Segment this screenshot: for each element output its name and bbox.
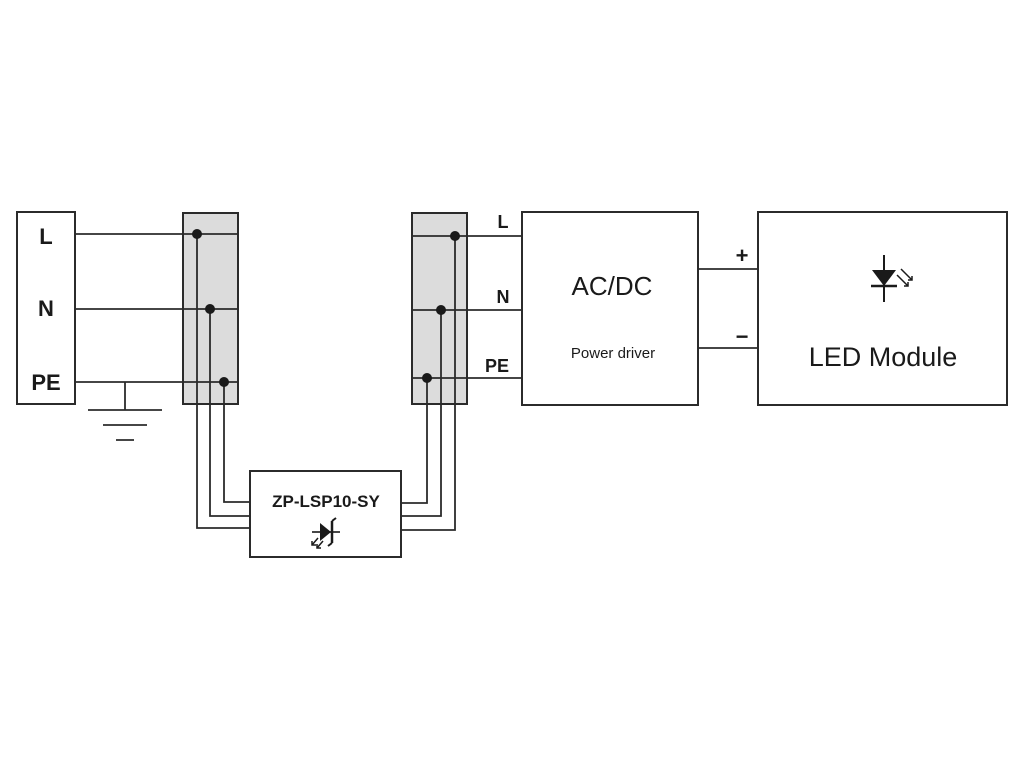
acdc-driver-block: AC/DC Power driver L N PE (485, 211, 699, 406)
left-drop-wires (196, 234, 250, 529)
acdc-driver-box (521, 211, 699, 406)
right-terminal-strip (411, 212, 468, 405)
led-module-block: LED Module (757, 211, 1008, 406)
driver-n-label: N (497, 287, 510, 307)
led-module-title: LED Module (809, 342, 958, 372)
dc-plus-label: + (736, 243, 749, 268)
junction-dots (192, 229, 460, 387)
surge-protector-box (249, 470, 402, 558)
dc-minus-label: − (736, 324, 749, 349)
surge-protector-block: ZP-LSP10-SY (249, 470, 402, 558)
tvs-diode-icon (311, 517, 340, 549)
right-drop-wires (401, 236, 456, 531)
supply-pe-label: PE (31, 370, 60, 395)
led-icon (871, 255, 913, 302)
driver-l-label: L (498, 212, 509, 232)
mains-supply-block: L N PE (16, 211, 76, 405)
ground-icon (88, 382, 162, 441)
dc-output-wires: + − (698, 243, 758, 349)
supply-l-label: L (39, 224, 52, 249)
surge-protector-model: ZP-LSP10-SY (272, 492, 380, 511)
supply-n-label: N (38, 296, 54, 321)
led-module-box (757, 211, 1008, 406)
driver-title: AC/DC (572, 271, 653, 301)
driver-pe-label: PE (485, 356, 509, 376)
driver-subtitle: Power driver (571, 345, 655, 362)
mains-supply-box (16, 211, 76, 405)
